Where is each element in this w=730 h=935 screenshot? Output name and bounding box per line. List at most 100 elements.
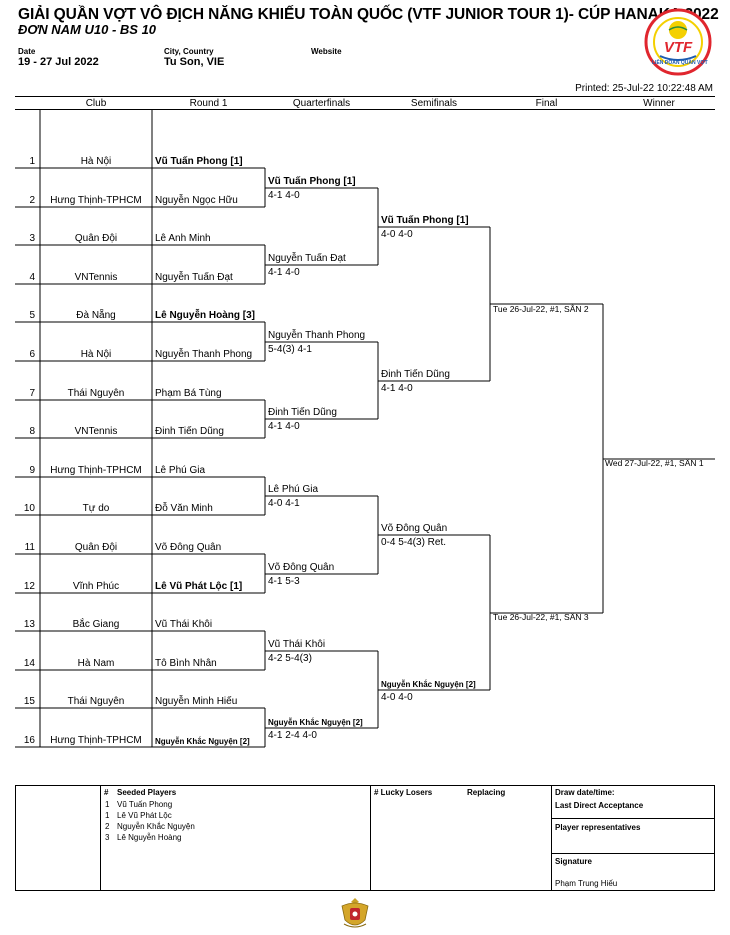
draw-date-label: Draw date/time:: [555, 788, 615, 797]
draw-position: 5: [29, 310, 35, 321]
seeded-hash: #: [104, 788, 109, 797]
club-name: Tự do: [82, 503, 110, 514]
date-label: Date: [18, 47, 36, 56]
city-value: Tu Son, VIE: [164, 56, 225, 68]
sf-score: 4-0 4-0: [381, 692, 413, 703]
club-name: Bắc Giang: [72, 619, 120, 630]
qf-winner: Vũ Tuấn Phong [1]: [268, 176, 356, 187]
draw-position: 1: [29, 156, 35, 167]
replacing-label: Replacing: [467, 788, 506, 797]
website-label: Website: [311, 47, 342, 56]
seed-number: 1: [105, 811, 110, 820]
header-top-rule: [15, 96, 715, 97]
signature-name: Phạm Trung Hiếu: [555, 879, 618, 888]
date-value: 19 - 27 Jul 2022: [18, 56, 99, 68]
club-name: Đà Nẵng: [76, 310, 116, 321]
seeded-title: Seeded Players: [117, 788, 177, 797]
player-name: Nguyễn Thanh Phong: [155, 349, 253, 360]
qf-score: 4-1 4-0: [268, 190, 300, 201]
player-name: Tô Bình Nhân: [155, 658, 217, 669]
header-bottom-rule: [15, 109, 715, 110]
club-name: Hưng Thịnh-TPHCM: [50, 465, 142, 476]
sf-score: 0-4 5-4(3) Ret.: [381, 537, 447, 548]
qf-winner: Vũ Thái Khôi: [268, 639, 326, 650]
printed-timestamp: Printed: 25-Jul-22 10:22:48 AM: [575, 83, 713, 94]
club-name: Hưng Thịnh-TPHCM: [50, 195, 142, 206]
player-name: Đinh Tiến Dũng: [155, 426, 224, 437]
player-name: Lê Phú Gia: [155, 465, 206, 476]
qf-score: 4-1 5-3: [268, 576, 300, 587]
qf-winner: Đinh Tiến Dũng: [268, 407, 337, 418]
draw-position: 16: [23, 735, 35, 746]
seed-player: Lê Nguyễn Hoàng: [117, 833, 182, 842]
seed-player: Vũ Tuấn Phong: [117, 800, 173, 809]
footer-rule-1: [551, 818, 715, 819]
draw-position: 3: [29, 233, 35, 244]
sf-score: 4-0 4-0: [381, 229, 413, 240]
club-name: VNTennis: [74, 272, 118, 283]
sf-winner: Nguyễn Khắc Nguyện [2]: [381, 680, 476, 689]
club-name: VNTennis: [74, 426, 118, 437]
club-name: Quân Đội: [74, 233, 118, 244]
qf-score: 4-1 2-4 4-0: [268, 730, 317, 741]
draw-position: 10: [23, 503, 35, 514]
seed-number: 3: [105, 833, 110, 842]
col-round1: Round 1: [189, 98, 228, 109]
qf-winner: Võ Đông Quân: [268, 562, 335, 573]
last-direct-label: Last Direct Acceptance: [555, 801, 644, 810]
player-name: Nguyễn Khắc Nguyện [2]: [155, 737, 250, 746]
footer-divider-3: [551, 785, 552, 891]
player-name: Lê Anh Minh: [155, 233, 211, 244]
coat-of-arms-emblem: [336, 894, 374, 932]
draw-position: 15: [23, 696, 35, 707]
seed-player: Nguyễn Khắc Nguyện: [117, 822, 195, 831]
player-name: Lê Nguyễn Hoàng [3]: [155, 310, 256, 321]
draw-position: 6: [29, 349, 35, 360]
col-club: Club: [85, 98, 107, 109]
qf-score: 5-4(3) 4-1: [268, 344, 312, 355]
sf-winner: Vũ Tuấn Phong [1]: [381, 215, 469, 226]
qf-score: 4-2 5-4(3): [268, 653, 312, 664]
draw-position: 11: [24, 542, 35, 553]
draw-position: 8: [29, 426, 35, 437]
club-name: Hà Nội: [80, 156, 112, 167]
final-schedule-top: Tue 26-Jul-22, #1, SÂN 2: [493, 304, 589, 314]
player-name: Đỗ Văn Minh: [155, 503, 213, 514]
col-quarterfinals: Quarterfinals: [292, 98, 351, 109]
footer-divider-2: [370, 785, 371, 891]
footer-rule-2: [551, 853, 715, 854]
lucky-losers-label: # Lucky Losers: [374, 788, 433, 797]
player-name: Nguyễn Tuấn Đạt: [155, 272, 233, 283]
signature-label: Signature: [555, 857, 592, 866]
qf-winner: Lê Phú Gia: [268, 484, 319, 495]
vtf-logo: VTF: [644, 8, 712, 76]
player-name: Lê Vũ Phát Lộc [1]: [155, 581, 243, 592]
club-name: Thái Nguyên: [67, 696, 125, 707]
seed-number: 1: [105, 800, 110, 809]
qf-score: 4-0 4-1: [268, 498, 300, 509]
qf-winner: Nguyễn Khắc Nguyện [2]: [268, 718, 363, 727]
final-schedule-bottom: Tue 26-Jul-22, #1, SÂN 3: [493, 612, 589, 622]
seed-player: Lê Vũ Phát Lộc: [117, 811, 172, 820]
club-name: Thái Nguyên: [67, 388, 125, 399]
draw-position: 2: [29, 195, 35, 206]
seed-number: 2: [105, 822, 110, 831]
qf-score: 4-1 4-0: [268, 421, 300, 432]
club-name: Hà Nam: [77, 658, 115, 669]
sf-score: 4-1 4-0: [381, 383, 413, 394]
sf-winner: Võ Đông Quân: [381, 523, 448, 534]
col-semifinals: Semifinals: [410, 98, 458, 109]
sf-winner: Đinh Tiến Dũng: [381, 369, 450, 380]
qf-winner: Nguyễn Tuấn Đạt: [268, 253, 346, 264]
draw-position: 12: [23, 581, 35, 592]
club-name: Hà Nội: [80, 349, 112, 360]
club-name: Hưng Thịnh-TPHCM: [50, 735, 142, 746]
player-name: Phạm Bá Tùng: [155, 388, 222, 399]
winner-schedule: Wed 27-Jul-22, #1, SÂN 1: [605, 458, 704, 468]
player-name: Vũ Thái Khôi: [155, 619, 213, 630]
qf-score: 4-1 4-0: [268, 267, 300, 278]
footer-divider-1: [100, 785, 101, 891]
svg-text:VTF: VTF: [664, 39, 693, 56]
draw-position: 9: [29, 465, 35, 476]
